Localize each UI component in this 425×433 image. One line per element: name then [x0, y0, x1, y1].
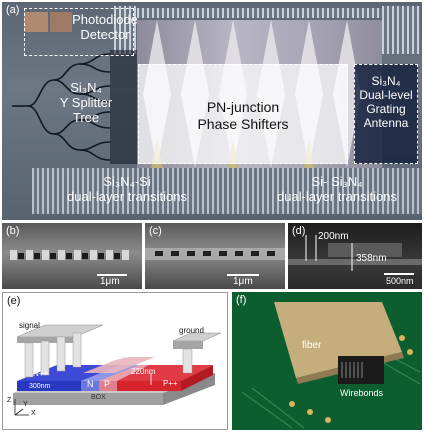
- y-splitter-tree-graphic: [12, 50, 138, 164]
- panel-d-scale-label: 500nm: [386, 276, 414, 286]
- box-label: BOX: [91, 394, 106, 401]
- pn-junction-3d-schematic: [13, 324, 222, 416]
- phase-shifter-box: [138, 64, 348, 164]
- panel-b-scale-label: 1μm: [100, 276, 120, 287]
- packaged-chip-photo: [232, 292, 422, 430]
- top-transition-comb: [137, 8, 382, 18]
- panel-c-sem: (c) 1μm: [145, 223, 285, 289]
- axis-x-label: X: [31, 410, 36, 417]
- panel-e-label: (e): [7, 295, 21, 307]
- panel-b-label: (b): [6, 225, 20, 237]
- grating-antenna-label: Si₃N₄ Dual-level Grating Antenna: [359, 74, 413, 130]
- width-600nm-label: 600nm: [103, 348, 128, 357]
- ground-label: ground: [179, 326, 204, 335]
- panel-a-label: (a): [6, 4, 20, 16]
- splitter-label: Si₃N₄ Y Splitter Tree: [59, 80, 113, 125]
- wirebonds-label: Wirebonds: [340, 388, 384, 398]
- fiber-label: fiber: [302, 340, 322, 351]
- panel-a-chip-micrograph: (a): [2, 2, 422, 220]
- panel-d-dim-358: 358nm: [356, 253, 387, 264]
- panel-b-grating-marks: [10, 250, 129, 260]
- npp-label: N++: [33, 369, 49, 378]
- photodiode-pad: [50, 12, 72, 32]
- panel-f-label: (f): [236, 294, 247, 306]
- grating-antenna-box: [354, 64, 418, 164]
- right-transition-label: Si- Si₃N₄ dual-layer transitions: [277, 174, 397, 204]
- ppp-label: P++: [163, 379, 178, 388]
- panel-f-photo: (f) fiber Wirebonds: [232, 292, 422, 430]
- panel-c-label: (c): [149, 225, 162, 237]
- axis-y-label: Y: [23, 401, 28, 408]
- panel-c-scalebar: [227, 274, 259, 276]
- panel-b-sem: (b) 1μm: [2, 223, 142, 289]
- phase-shifter-label: PN-junction Phase Shifters: [197, 99, 289, 132]
- thickness-300nm-label: 300nm: [29, 383, 51, 390]
- top-transition-comb-left: [114, 6, 136, 54]
- axis-z-label: Z: [7, 397, 12, 404]
- top-transition-comb-right: [382, 6, 420, 54]
- panel-b-scalebar: [97, 274, 127, 276]
- bottom-transition-comb: [32, 168, 422, 214]
- panel-d-cross-section: [288, 235, 422, 271]
- signal-label: signal: [19, 321, 40, 330]
- photodiode-box: [24, 8, 134, 56]
- left-transition-label: Si₃N₄-Si dual-layer transitions: [67, 174, 187, 204]
- panel-d-scalebar: [384, 273, 414, 275]
- panel-d-sem: (d) 200nm 358nm 500nm: [288, 223, 422, 289]
- photodiode-pad: [24, 12, 48, 32]
- height-220nm-label: 220nm: [131, 367, 156, 376]
- panel-c-grating-marks: [145, 248, 285, 260]
- panel-d-dim-200: 200nm: [318, 231, 349, 242]
- photodiode-label: Photodiode Detector: [72, 12, 138, 42]
- p-label: P: [104, 379, 111, 389]
- n-label: N: [87, 379, 94, 389]
- panel-e-schematic: (e) signal ground N++ N P P++ 600nm 220n…: [2, 292, 228, 430]
- panel-d-label: (d): [292, 225, 306, 237]
- panel-c-scale-label: 1μm: [233, 276, 253, 287]
